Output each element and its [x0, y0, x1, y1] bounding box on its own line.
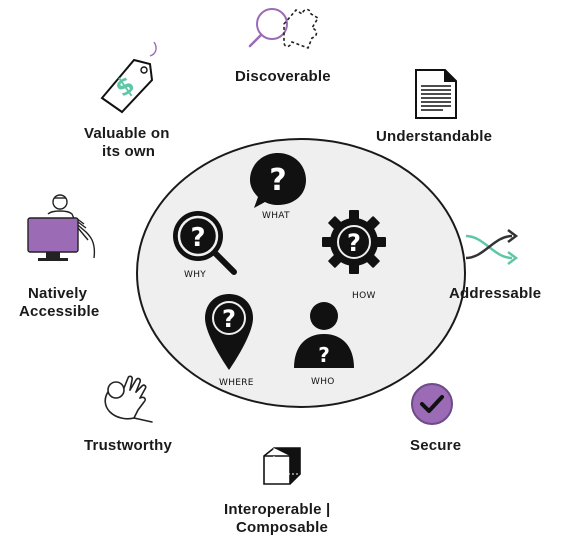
question-mark: ? [269, 163, 286, 198]
what-label: WHAT [262, 211, 290, 221]
natively-label: Natively [28, 285, 88, 302]
question-mark: ? [222, 305, 236, 333]
addressable-label: Addressable [449, 285, 542, 302]
composable-label: Composable [236, 519, 329, 536]
question-mark: ? [347, 229, 361, 257]
valuable-label: Valuable on [84, 125, 170, 142]
ok-hand-icon [104, 375, 153, 423]
who-person-icon: ? [294, 302, 354, 368]
where-label: WHERE [219, 378, 254, 388]
checkmark-badge-icon [411, 383, 453, 425]
trustworthy-label: Trustworthy [84, 437, 173, 454]
interoperable-label: Interoperable | [224, 501, 331, 518]
discoverable-label: Discoverable [235, 68, 331, 85]
who-label: WHO [311, 377, 335, 387]
secure-label: Secure [410, 437, 462, 454]
why-magnifier-icon: ? [173, 211, 237, 275]
question-mark: ? [190, 223, 205, 253]
its-own-label: its own [102, 143, 156, 160]
accessible-label: Accessible [19, 303, 100, 320]
document-icon [415, 69, 457, 119]
understandable-label: Understandable [376, 128, 493, 145]
shuffle-arrows-icon [465, 229, 519, 265]
how-gear-icon: ? [322, 210, 386, 274]
cube-icon [263, 447, 301, 485]
price-tag-icon: $ [100, 41, 157, 114]
why-label: WHY [184, 270, 207, 280]
what-speech-bubble-icon: ? [250, 153, 306, 208]
where-map-pin-icon: ? [205, 294, 253, 370]
how-label: HOW [352, 291, 376, 301]
question-mark: ? [318, 343, 330, 367]
magnifier-puzzle-icon [248, 8, 320, 50]
person-at-computer-icon [27, 194, 96, 261]
